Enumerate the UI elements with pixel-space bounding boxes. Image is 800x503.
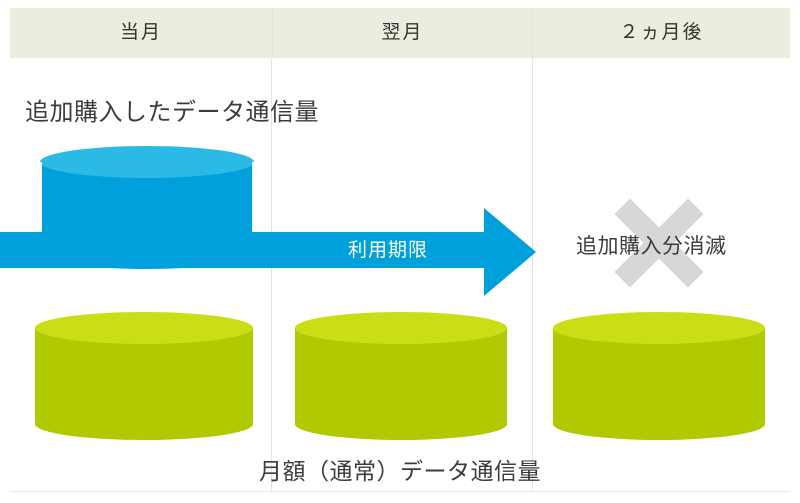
validity-period-arrow (0, 206, 540, 298)
cylinder-top (40, 146, 254, 178)
monthly-data-cylinder-two-months-later (553, 312, 765, 440)
header-cell-two-months-later: ２ヵ月後 (532, 8, 790, 58)
monthly-data-cylinder-current-month (35, 312, 253, 440)
header-cell-next-month: 翌月 (272, 8, 532, 58)
arrow-label: 利用期限 (348, 240, 429, 261)
cylinder-top (35, 312, 253, 344)
timeline-header: 当月 翌月 ２ヵ月後 (10, 8, 790, 58)
column-divider-2 (532, 58, 533, 492)
diagram-body (10, 58, 790, 492)
expire-label: 追加購入分消滅 (576, 235, 727, 258)
monthly-data-cylinder-next-month (295, 312, 507, 440)
cylinder-top (553, 312, 765, 344)
cylinder-body (553, 328, 765, 424)
cylinder-body (295, 328, 507, 424)
cylinder-body (35, 328, 253, 424)
right-arrow-icon (0, 208, 536, 296)
column-divider-1 (271, 58, 272, 492)
added-data-label: 追加購入したデータ通信量 (25, 99, 319, 126)
header-cell-current-month: 当月 (119, 22, 162, 43)
monthly-data-label: 月額（通常）データ通信量 (259, 458, 541, 484)
cylinder-top (295, 312, 507, 344)
